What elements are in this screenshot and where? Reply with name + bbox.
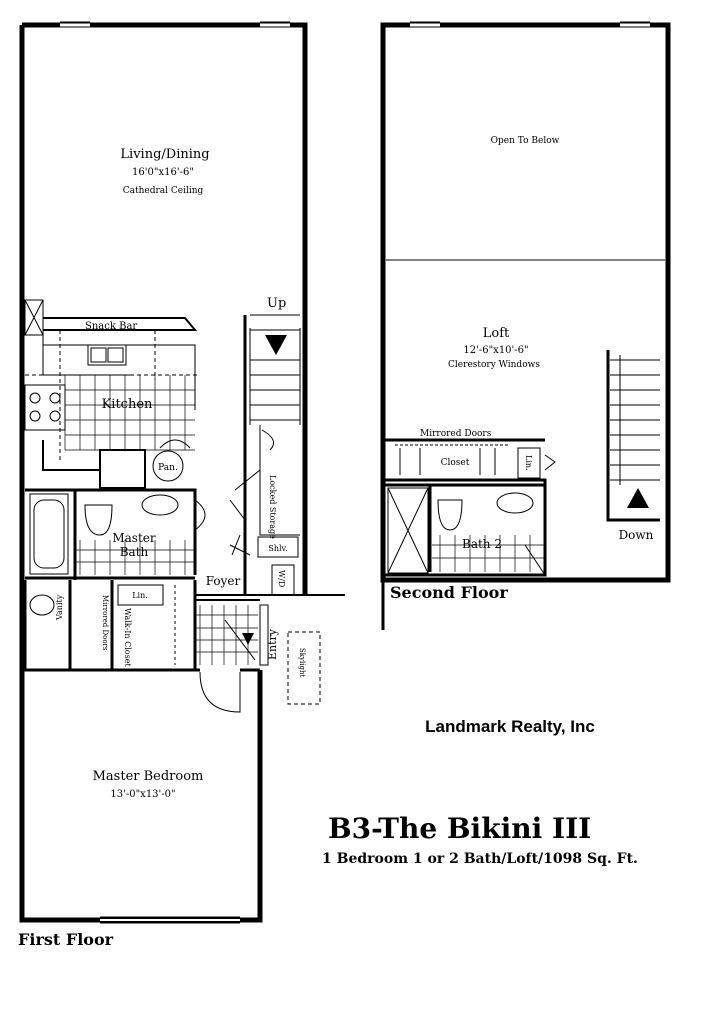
closet-label: Closet xyxy=(441,458,470,468)
master-bath-tile-floor xyxy=(75,540,195,575)
entry-door-frame xyxy=(259,604,269,666)
foyer-tile-floor xyxy=(195,605,258,665)
second-floor-outer-wall xyxy=(380,22,671,583)
stairs-up-label: Up xyxy=(267,296,286,311)
linen-label: Lin. xyxy=(132,591,148,600)
kitchen-tile-floor xyxy=(64,375,195,451)
bath-2-tile-floor xyxy=(432,535,545,572)
skylight-label: Skylight xyxy=(298,648,306,677)
linen-closet xyxy=(517,447,541,479)
shower xyxy=(387,487,429,574)
locked-storage-label: Locked Storage xyxy=(268,475,277,539)
closet-walls xyxy=(23,580,197,672)
entry-arrow-icon xyxy=(242,633,254,645)
skylight xyxy=(287,631,321,705)
pantry-label: Pan. xyxy=(158,463,178,473)
second-floor-label: Second Floor xyxy=(390,583,508,602)
linen-closet xyxy=(117,584,164,606)
toilet xyxy=(437,499,463,531)
first-floor-plan xyxy=(19,21,345,924)
snack-bar xyxy=(43,317,198,331)
loft-label: Loft xyxy=(483,326,510,341)
company-name: Landmark Realty, Inc xyxy=(425,717,595,736)
kitchen-label: Kitchen xyxy=(102,397,153,412)
master-bedroom-label: Master Bedroom xyxy=(93,769,204,784)
second-floor-plan xyxy=(380,21,671,630)
master-bedroom-dims: 13'-0"x13'-0" xyxy=(110,789,175,800)
open-to-below-label: Open To Below xyxy=(491,136,560,146)
mirrored-doors-label: Mirrored Doors xyxy=(420,429,492,439)
master-bath-walls xyxy=(25,488,197,580)
living-dining-label: Living/Dining xyxy=(120,147,209,162)
stair-arrow-icon xyxy=(265,335,287,355)
linen-label: Lin. xyxy=(524,455,533,471)
foyer-wall xyxy=(195,594,345,601)
vanity-sink xyxy=(29,594,55,616)
walk-in-closet-label: Walk-In Closet xyxy=(123,608,132,667)
stair-walls xyxy=(243,315,307,595)
bath-2-label: Bath 2 xyxy=(462,537,502,551)
staircase xyxy=(610,355,660,485)
vanity-label: Vanity xyxy=(55,594,64,621)
plan-title: B3-The Bikini III xyxy=(328,812,591,845)
shelves-label: Shlv. xyxy=(268,544,287,553)
closet-walls xyxy=(385,438,547,520)
mirrored-doors-label: Mirrored Doors xyxy=(101,595,109,651)
loft-dims: 12'-6"x10'-6" xyxy=(463,345,528,356)
kitchen-sink xyxy=(87,344,127,366)
stove xyxy=(24,384,66,431)
stair-walls xyxy=(606,350,660,522)
staircase xyxy=(249,314,301,425)
foyer-label: Foyer xyxy=(206,574,241,588)
refrigerator xyxy=(42,440,146,489)
stairs-down-label: Down xyxy=(619,528,654,542)
plan-subtitle: 1 Bedroom 1 or 2 Bath/Loft/1098 Sq. Ft. xyxy=(322,851,638,867)
bathtub xyxy=(29,493,69,575)
storage-room xyxy=(229,425,300,536)
bath-sink xyxy=(141,494,179,516)
snack-bar-label: Snack Bar xyxy=(85,321,137,332)
first-floor-label: First Floor xyxy=(18,930,114,949)
stair-arrow-icon xyxy=(627,488,649,508)
bath-sink xyxy=(496,492,534,514)
living-dining-dims: 16'0"x16'-6" xyxy=(132,167,194,178)
washer-dryer-label: W/D xyxy=(277,570,286,587)
loft-note: Clerestory Windows xyxy=(448,360,540,370)
entry-label: Entry xyxy=(266,628,279,660)
bedroom-door-swing xyxy=(199,671,241,713)
master-bath-label-line2: Bath xyxy=(120,545,149,559)
living-dining-note: Cathedral Ceiling xyxy=(123,186,204,196)
shelves xyxy=(257,536,299,558)
master-bath-label-line1: Master xyxy=(112,531,156,545)
door-swing xyxy=(194,499,206,531)
toilet xyxy=(84,504,113,536)
bath-2-walls xyxy=(385,483,547,577)
pantry xyxy=(152,450,184,482)
